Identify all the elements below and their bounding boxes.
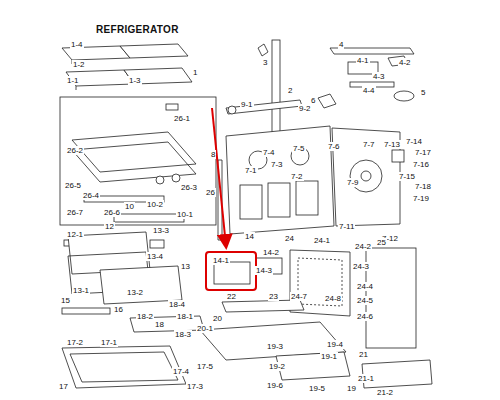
callout-number: 12 bbox=[104, 222, 115, 231]
callout-number: 18-1 bbox=[176, 312, 194, 321]
callout-number: 23 bbox=[268, 292, 279, 301]
callout-number: 7-1 bbox=[244, 166, 258, 175]
callout-number: 13-2 bbox=[126, 288, 144, 297]
callout-number: 24-1 bbox=[313, 236, 331, 245]
callout-number: 15 bbox=[60, 296, 71, 305]
callout-number: 24 bbox=[284, 234, 295, 243]
callout-number: 1-3 bbox=[128, 76, 142, 85]
callout-number: 1-1 bbox=[66, 76, 80, 85]
callout-number: 26-7 bbox=[66, 208, 84, 217]
callout-number: 19 bbox=[346, 384, 357, 393]
callout-number: 19-6 bbox=[266, 381, 284, 390]
callout-number: 19-1 bbox=[320, 352, 338, 361]
callout-number: 7-6 bbox=[327, 142, 341, 151]
callout-number: 7-14 bbox=[405, 137, 423, 146]
callout-number: 24-4 bbox=[356, 282, 374, 291]
callout-number: 24-8 bbox=[324, 294, 342, 303]
callout-number: 19-2 bbox=[268, 362, 286, 371]
callout-number: 1-4 bbox=[70, 40, 84, 49]
callout-number: 20 bbox=[212, 314, 223, 323]
callout-number: 26-2 bbox=[66, 146, 84, 155]
callout-number: 26-4 bbox=[82, 191, 100, 200]
callout-number: 22 bbox=[226, 292, 237, 301]
callout-number: 10-1 bbox=[176, 210, 194, 219]
callout-number: 4-3 bbox=[372, 72, 386, 81]
callout-number: 17-4 bbox=[172, 367, 190, 376]
callout-number: 9-2 bbox=[298, 104, 312, 113]
callout-number: 14-1 bbox=[212, 256, 230, 265]
callout-number: 26-3 bbox=[180, 183, 198, 192]
callout-number: 4-4 bbox=[362, 86, 376, 95]
callout-number: 21-1 bbox=[357, 374, 375, 383]
callout-number: 7-7 bbox=[362, 140, 376, 149]
callout-number: 26-5 bbox=[64, 181, 82, 190]
callout-number: 19-5 bbox=[308, 384, 326, 393]
callout-number: 24-2 bbox=[354, 242, 372, 251]
callout-number: 13 bbox=[180, 262, 191, 271]
callout-number: 1 bbox=[192, 68, 198, 77]
callout-number: 19-4 bbox=[326, 340, 344, 349]
callout-number: 24-7 bbox=[290, 292, 308, 301]
callout-number: 18-4 bbox=[168, 300, 186, 309]
callout-number: 7-2 bbox=[290, 172, 304, 181]
callout-number: 14-2 bbox=[262, 248, 280, 257]
callout-number: 12-1 bbox=[66, 230, 84, 239]
callout-number: 7-16 bbox=[412, 160, 430, 169]
callout-number: 20-1 bbox=[196, 324, 214, 333]
callout-number: 5 bbox=[420, 88, 426, 97]
callout-number: 7-4 bbox=[262, 148, 276, 157]
callout-number: 7-18 bbox=[414, 182, 432, 191]
callout-number: 17-1 bbox=[100, 338, 118, 347]
title: REFRIGERATOR bbox=[96, 24, 179, 35]
callout-number: 9-1 bbox=[240, 100, 254, 109]
callout-number: 26-6 bbox=[103, 208, 121, 217]
callout-number: 1-2 bbox=[72, 60, 86, 69]
callout-number: 13-1 bbox=[72, 286, 90, 295]
callout-number: 18-2 bbox=[136, 312, 154, 321]
callout-number: 4 bbox=[338, 40, 344, 49]
callout-number: 14-3 bbox=[255, 266, 273, 275]
callout-number: 18 bbox=[154, 320, 165, 329]
callout-number: 8 bbox=[210, 150, 216, 159]
callout-number: 26-1 bbox=[173, 114, 191, 123]
callout-number: 18-3 bbox=[174, 330, 192, 339]
callout-number: 7-15 bbox=[398, 172, 416, 181]
callout-number: 2 bbox=[287, 86, 293, 95]
callout-number: 10-2 bbox=[146, 200, 164, 209]
callout-number: 21-2 bbox=[376, 388, 394, 397]
callout-number: 26 bbox=[205, 188, 216, 197]
callout-number: 17 bbox=[58, 382, 69, 391]
callout-number: 24-6 bbox=[356, 312, 374, 321]
callout-number: 17-3 bbox=[186, 382, 204, 391]
callout-number: 3 bbox=[262, 58, 268, 67]
callout-number: 7-9 bbox=[346, 178, 360, 187]
callout-number: 21 bbox=[358, 350, 369, 359]
callout-number: 10 bbox=[124, 202, 135, 211]
callout-number: 25 bbox=[376, 238, 387, 247]
callout-number: 13-3 bbox=[152, 226, 170, 235]
callout-number: 7-17 bbox=[414, 148, 432, 157]
callout-number: 14 bbox=[244, 232, 255, 241]
callout-number: 24-3 bbox=[352, 262, 370, 271]
callout-number: 7-5 bbox=[292, 144, 306, 153]
callout-number: 7-3 bbox=[270, 160, 284, 169]
callout-number: 4-2 bbox=[398, 58, 412, 67]
callout-number: 24-5 bbox=[356, 296, 374, 305]
callout-number: 4-1 bbox=[356, 56, 370, 65]
callout-number: 7-11 bbox=[338, 222, 355, 231]
callout-number: 7-19 bbox=[412, 194, 430, 203]
callout-number: 7-13 bbox=[383, 140, 401, 149]
callout-number: 19-3 bbox=[266, 342, 284, 351]
callout-number: 13-4 bbox=[146, 252, 164, 261]
callout-number: 17-5 bbox=[196, 362, 214, 371]
callout-number: 16 bbox=[113, 305, 124, 314]
callout-number: 17-2 bbox=[66, 338, 84, 347]
